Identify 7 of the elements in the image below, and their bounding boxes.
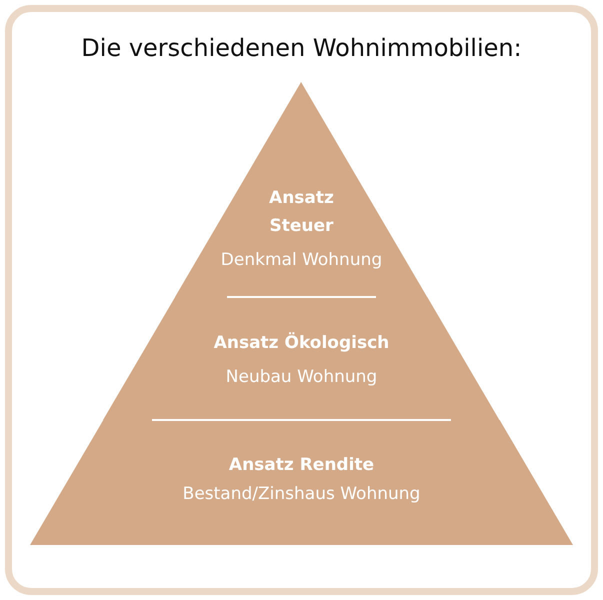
tier-heading: Ansatz Steuer bbox=[268, 187, 335, 238]
tier-description: Neubau Wohnung bbox=[226, 366, 378, 389]
tier-heading: Ansatz Ökologisch bbox=[214, 331, 390, 355]
tier-description: Denkmal Wohnung bbox=[220, 249, 382, 272]
title: Die verschiedenen Wohnimmobilien: bbox=[80, 34, 523, 62]
tier-heading: Ansatz Rendite bbox=[228, 454, 374, 477]
tier-description: Bestand/Zinshaus Wohnung bbox=[182, 483, 420, 506]
